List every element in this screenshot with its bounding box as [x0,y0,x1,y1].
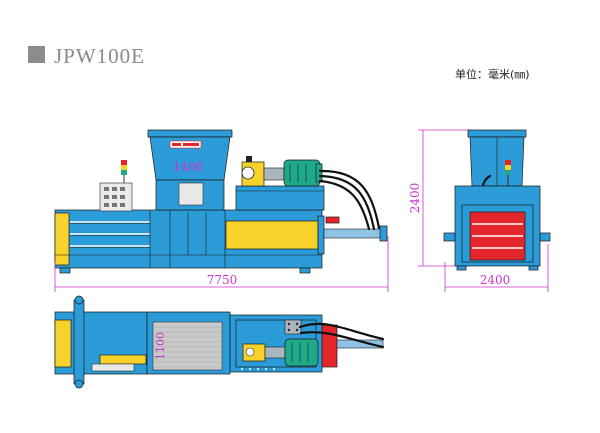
top-motor-fins [291,343,309,362]
signal-light [121,160,127,183]
model-title: JPW100E [54,44,145,68]
leg-right [299,267,311,274]
top-left-yellow [54,319,72,368]
leg-left [59,267,71,274]
hydraulic-hoses [318,169,381,231]
chamber-left-end [54,212,70,266]
top-pressure-gauge [245,347,255,357]
top-post [73,299,85,385]
top-post-cap-bottom [74,379,84,389]
control-panel-buttons [104,187,125,207]
top-post-cap-top [74,295,84,305]
top-view: 1100 [54,295,385,389]
chamber-seams [55,210,322,268]
header: JPW100E 单位：毫米(㎜) [28,44,530,81]
front-stub-left [443,232,456,242]
top-piston-rod [336,339,384,349]
front-hopper-rim [467,129,527,138]
top-yellow-strip [99,354,147,365]
front-view: 2400 2400 [408,129,551,292]
top-manifold [284,319,302,335]
chamber-ribs [70,221,150,248]
front-leg-right [528,265,539,271]
motor-fins [289,164,307,182]
brand-logo [169,140,202,149]
hopper-width-label: 1100 [154,332,167,360]
height-dimension-label: 2400 [408,183,422,214]
manifold-ports [287,322,299,332]
width-dimension-label: 2400 [480,273,511,287]
hydraulic-motor [283,159,321,187]
power-unit-base [235,185,325,211]
cylinder-flange [317,215,325,255]
main-cylinder [225,220,319,250]
top-ram-block [321,324,338,368]
hopper-length-label: 1400 [173,160,204,174]
top-hydraulic-hoses [298,322,385,349]
top-hopper-grid [153,326,222,368]
unit-note: 单位：毫米(㎜) [455,67,530,81]
motor-coupling [263,167,285,181]
pressure-gauge [241,166,255,180]
title-marker-square [28,46,45,63]
cylinder-fitting [325,216,340,224]
inspection-window [178,182,204,206]
top-hydraulic-motor [284,338,319,367]
motor-fan-cap [315,163,323,183]
piston-rod-end [379,225,388,242]
side-view: 1400 [54,129,389,292]
hopper-rim [147,129,233,138]
top-control-box [91,363,135,372]
front-signal-light [505,160,511,186]
top-motor-coupling [264,346,286,359]
width-dimension: 2400 [444,244,549,292]
ram-plate-ribs [472,223,523,249]
front-leg-left [456,265,467,271]
length-dimension: 7750 [54,236,389,292]
height-dimension: 2400 [408,129,470,267]
valve-fitting [246,156,252,162]
piston-rod [323,228,383,239]
front-stub-right [539,232,551,242]
top-base-dots [241,368,275,370]
length-dimension-label: 7750 [207,273,238,287]
